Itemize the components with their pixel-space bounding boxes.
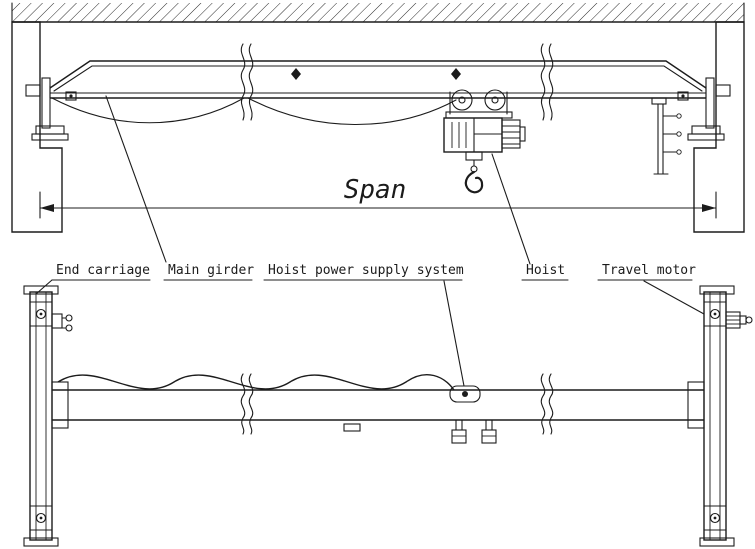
travel-motor-plan (725, 311, 753, 329)
svg-text:Hoist: Hoist (526, 263, 565, 278)
right-end-carriage-elevation (677, 77, 731, 141)
left-end-carriage-plan (23, 285, 73, 547)
power-cable-wavy (57, 373, 481, 403)
girder-diamond-mark (451, 68, 461, 80)
festoon-cable-loops (51, 97, 457, 125)
right-wall-hatch (693, 21, 745, 233)
leader-line (491, 153, 531, 265)
hook-icon (464, 170, 484, 194)
label-travel-motor: Travel motor (597, 263, 705, 315)
break-lines-plan (240, 373, 554, 435)
ceiling-hatch (11, 2, 745, 23)
span-label: Span (344, 175, 407, 205)
girder-access-mark (343, 423, 361, 432)
svg-text:End carriage: End carriage (56, 263, 150, 278)
left-wall-hatch (11, 21, 63, 233)
conductor-bracket (651, 97, 682, 175)
span-dimension: Span (39, 175, 717, 219)
svg-text:Main girder: Main girder (168, 263, 254, 278)
label-end-carriage: End carriage (35, 263, 151, 295)
plan-view (23, 285, 753, 547)
label-hoist: Hoist (491, 153, 569, 281)
leader-line (643, 280, 705, 315)
elevation-view: Span (11, 2, 745, 233)
break-lines-elevation (240, 43, 554, 121)
main-girder-plan (51, 381, 705, 432)
hoist-body (443, 117, 503, 153)
trolley-wheel (484, 89, 506, 111)
label-hoist-power-supply: Hoist power supply system (263, 263, 465, 387)
leader-line (443, 280, 465, 387)
hoist-trolley-plan (451, 419, 497, 444)
girder-diamond-mark (291, 68, 301, 80)
trolley-wheel (451, 89, 473, 111)
svg-text:Hoist power supply system: Hoist power supply system (268, 263, 464, 278)
left-end-carriage-elevation (25, 77, 77, 141)
right-end-carriage-plan (699, 285, 753, 547)
callout-labels: End carriage Main girder Hoist power sup… (35, 95, 705, 387)
leader-line (105, 95, 167, 263)
label-main-girder: Main girder (105, 95, 254, 281)
hoist-assembly (443, 89, 526, 194)
main-girder-elevation (49, 60, 707, 99)
svg-text:Travel motor: Travel motor (602, 263, 696, 278)
cable-fitting (449, 385, 481, 403)
